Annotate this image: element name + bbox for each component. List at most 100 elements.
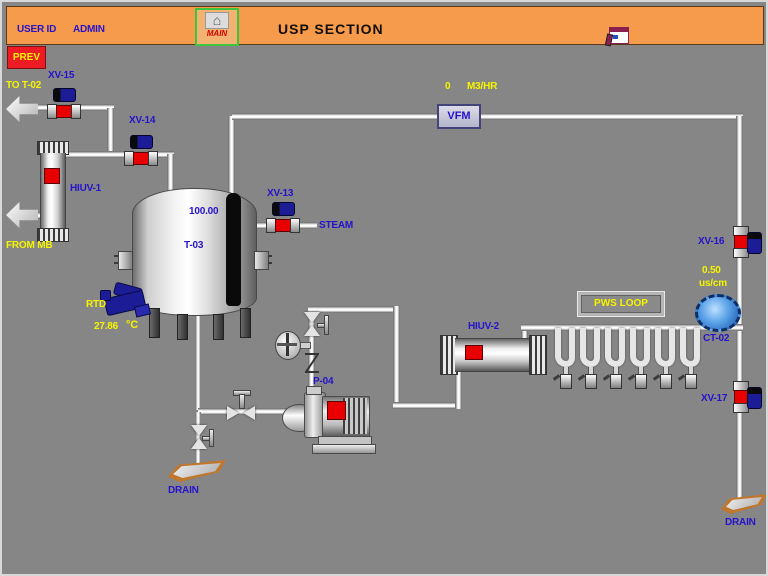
pump-flange xyxy=(306,386,322,395)
xv14-label: XV-14 xyxy=(129,115,156,126)
conductivity-unit: us/cm xyxy=(699,278,727,289)
valve-xv15[interactable] xyxy=(47,88,81,119)
pipe-tank-inlet-left xyxy=(167,154,174,200)
conductivity-value: 0.50 xyxy=(702,265,721,276)
use-point-valve-6[interactable] xyxy=(677,367,697,389)
valve-status xyxy=(133,152,149,165)
conductivity-transmitter-ct02[interactable] xyxy=(695,294,741,332)
check-valve-icon xyxy=(305,353,319,373)
valve-actuator xyxy=(272,202,295,216)
pipe-discharge-bottom xyxy=(393,402,462,409)
tank-leg xyxy=(240,308,251,338)
xv16-label: XV-16 xyxy=(698,236,725,247)
tank-nozzle-left xyxy=(114,251,133,270)
user-id-label: USER ID xyxy=(17,24,57,35)
tank-leg xyxy=(213,314,224,340)
hiuv1-label: HIUV-1 xyxy=(70,183,102,194)
pipe-tank-outlet xyxy=(195,310,201,410)
valve-status xyxy=(734,235,748,249)
to-t02-label: TO T-02 xyxy=(6,80,42,91)
loop-u-3 xyxy=(605,328,625,367)
hiuv1-status-indicator xyxy=(44,168,60,184)
manual-valve-drain[interactable] xyxy=(182,424,214,452)
hiuv2-right-cap xyxy=(529,335,547,375)
window-figure xyxy=(604,33,614,47)
ct02-label: CT-02 xyxy=(703,333,730,344)
xv17-label: XV-17 xyxy=(701,393,728,404)
steam-label: STEAM xyxy=(319,220,354,231)
window-dot xyxy=(613,35,618,39)
page-title: USP SECTION xyxy=(278,21,384,37)
from-mb-arrow-icon xyxy=(6,202,38,228)
tank-level-stripe xyxy=(226,193,241,306)
temperature-unit: °C xyxy=(126,319,138,331)
flow-unit: M3/HR xyxy=(467,81,498,92)
drain-pan-right xyxy=(721,494,766,514)
loop-u-6 xyxy=(680,328,700,367)
drain-pan-left xyxy=(168,460,226,482)
use-point-valve-3[interactable] xyxy=(602,367,622,389)
use-point-valve-5[interactable] xyxy=(652,367,672,389)
use-point-valve-2[interactable] xyxy=(577,367,597,389)
pipe-hiuv2-outlet xyxy=(521,328,528,342)
pipe-xv15-branch xyxy=(107,108,114,156)
user-name-value: ADMIN xyxy=(73,24,105,35)
pump-status-indicator xyxy=(327,401,346,420)
valve-xv14[interactable] xyxy=(124,135,158,166)
use-point-valve-1[interactable] xyxy=(552,367,572,389)
tank-leg xyxy=(149,308,160,338)
flow-value: 0 xyxy=(445,81,451,92)
main-button-label: MAIN xyxy=(206,29,228,38)
valve-status xyxy=(275,219,291,232)
valve-actuator xyxy=(747,387,762,409)
valve-xv13[interactable] xyxy=(266,202,300,233)
alarm-window-icon[interactable] xyxy=(604,27,629,47)
flow-meter-vfm[interactable]: VFM xyxy=(437,104,481,129)
sight-glass xyxy=(275,331,301,360)
home-icon: ⌂ xyxy=(205,12,229,29)
pump-plinth xyxy=(312,444,376,454)
xv15-label: XV-15 xyxy=(48,70,75,81)
tank-leg xyxy=(177,314,188,340)
hiuv2-label: HIUV-2 xyxy=(468,321,500,332)
tank-tag: T-03 xyxy=(184,240,204,251)
pipe-top-header xyxy=(232,113,743,120)
loop-u-4 xyxy=(630,328,650,367)
to-t02-arrow-icon xyxy=(6,96,38,122)
tank-level-value: 100.00 xyxy=(189,206,219,217)
pipe-discharge-top xyxy=(308,306,400,313)
temperature-value: 27.86 xyxy=(94,321,119,332)
loop-u-2 xyxy=(580,328,600,367)
hiuv2-status-indicator xyxy=(465,345,483,360)
pipe-hiuv2-inlet xyxy=(455,370,462,409)
valve-xv17[interactable] xyxy=(728,381,762,415)
from-mb-label: FROM MB xyxy=(6,240,53,251)
valve-actuator xyxy=(747,232,762,254)
pws-loop-label: PWS LOOP xyxy=(581,295,661,313)
valve-status xyxy=(734,390,748,404)
pws-loop-banner: PWS LOOP xyxy=(577,291,665,317)
pipe-discharge-down xyxy=(393,306,400,409)
hiuv1-body xyxy=(40,153,66,229)
manual-valve-suction[interactable] xyxy=(226,390,256,422)
pipe-pump-discharge xyxy=(308,306,315,396)
tank-nozzle-right xyxy=(254,251,272,270)
manual-valve-discharge[interactable] xyxy=(299,312,329,338)
valve-actuator xyxy=(53,88,76,102)
hiuv1-bottom-cap xyxy=(37,228,69,242)
use-point-valve-4[interactable] xyxy=(627,367,647,389)
valve-xv16[interactable] xyxy=(728,226,762,260)
window-titlebar xyxy=(610,28,628,32)
main-button[interactable]: ⌂ MAIN xyxy=(195,8,239,46)
prev-button[interactable]: PREV xyxy=(7,46,46,69)
pipe-loop-header xyxy=(521,324,743,331)
pipe-hiuv1-outlet xyxy=(60,151,174,158)
pump-motor-fins xyxy=(343,398,367,434)
drain-left-label: DRAIN xyxy=(168,485,199,496)
pipe-from-mb xyxy=(32,212,44,219)
drain-right-label: DRAIN xyxy=(725,517,756,528)
loop-u-5 xyxy=(655,328,675,367)
valve-actuator xyxy=(130,135,153,149)
loop-u-1 xyxy=(555,328,575,367)
